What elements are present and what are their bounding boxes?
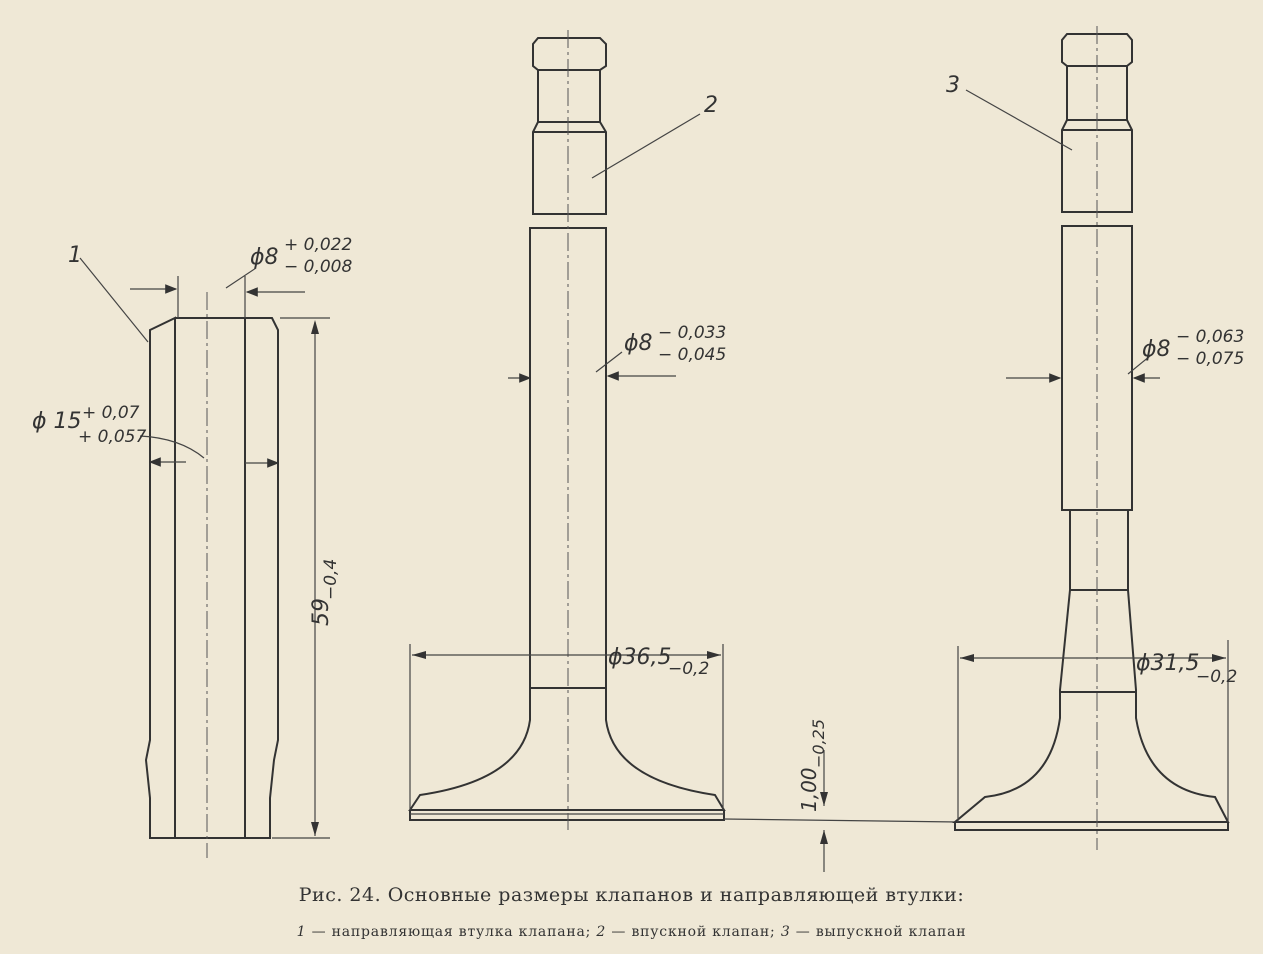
- exhaust-valve-stem: [1061, 225, 1133, 511]
- exhaust-head-dim-main: ϕ31,5: [1136, 651, 1200, 676]
- legend-text-2: впускной клапан;: [631, 924, 776, 940]
- length-dim-main: 59: [309, 598, 334, 626]
- intake-stem-dim-upper: − 0,033: [658, 323, 726, 343]
- exhaust-head-dim-sub: −0,2: [1196, 667, 1237, 687]
- intake-head-dim-main: ϕ36,5: [608, 645, 672, 670]
- legend-text-3: выпускной клапан: [815, 924, 967, 940]
- length-dim-sub: −0,4: [321, 559, 341, 600]
- exhaust-stem-dim-main: ϕ8: [1142, 337, 1171, 362]
- intake-valve-tip: [532, 37, 607, 71]
- intake-head-dim-sub: −0,2: [668, 659, 709, 679]
- part-label-2: 2: [704, 93, 718, 118]
- bushing-left-wall: [144, 316, 176, 839]
- legend-text-1: направляющая втулка клапана;: [331, 924, 592, 940]
- figure-caption: Рис. 24. Основные размеры клапанов и нап…: [298, 884, 965, 906]
- bore-dim-lower: − 0,008: [284, 257, 352, 277]
- exhaust-stem-dim-lower: − 0,075: [1176, 349, 1244, 369]
- intake-stem-dim-main: ϕ8: [624, 331, 653, 356]
- legend-num-3: 3: [780, 924, 791, 940]
- exhaust-valve: [952, 26, 1230, 850]
- intake-valve-stem: [529, 227, 607, 689]
- legend-num-2: 2: [596, 924, 607, 940]
- intake-stem-dim-lower: − 0,045: [658, 345, 726, 365]
- valve-guide-bushing: [79, 257, 330, 858]
- outer-dim-main: ϕ 15: [32, 409, 82, 434]
- recess-dim-main: 1,00: [797, 767, 821, 812]
- recess-dimension: [820, 750, 828, 872]
- exhaust-stem-dim-upper: − 0,063: [1176, 327, 1244, 347]
- part-label-3: 3: [946, 73, 960, 98]
- bore-dim-upper: + 0,022: [284, 235, 352, 255]
- part-label-1: 1: [68, 243, 82, 268]
- outer-dim-upper: + 0,07: [82, 403, 140, 423]
- bushing-right-wall: [244, 317, 279, 839]
- seat-reference-line: [723, 818, 959, 823]
- bore-dim-main: ϕ8: [250, 245, 279, 270]
- legend-num-1: 1: [296, 924, 307, 940]
- recess-dim-sub: −0,25: [809, 719, 828, 768]
- figure-legend: 1 — направляющая втулка клапана; 2 — впу…: [296, 924, 967, 940]
- intake-valve: [408, 30, 726, 830]
- outer-dim-lower: + 0,057: [78, 427, 146, 447]
